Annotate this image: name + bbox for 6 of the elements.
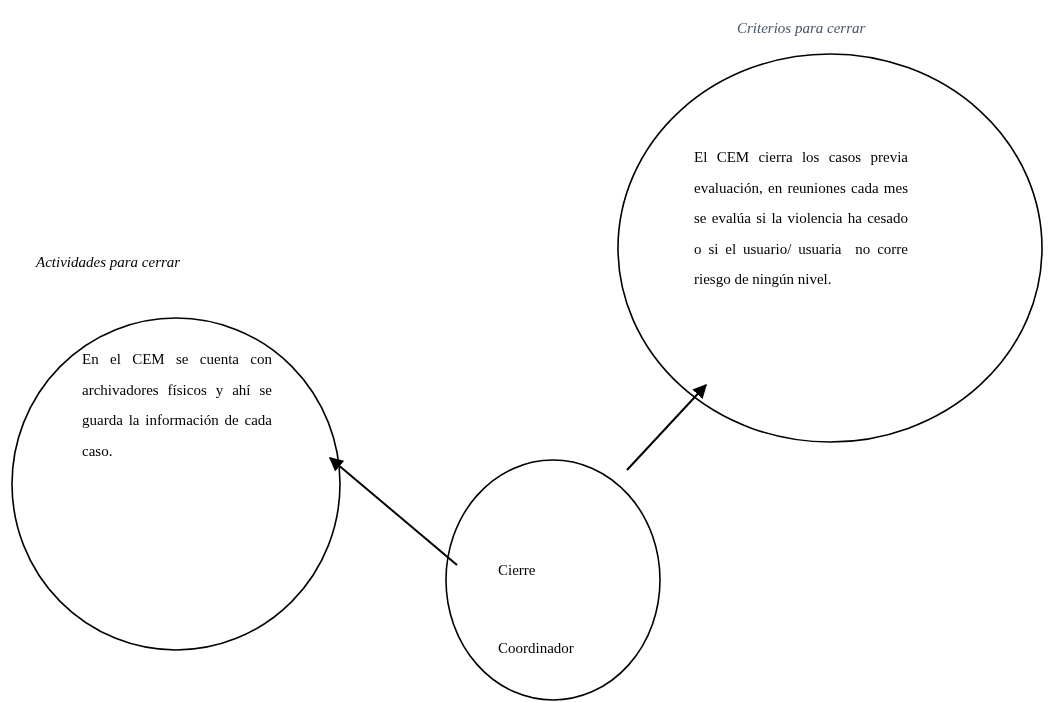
- heading-text: Criterios para cerrar: [737, 20, 866, 37]
- node-text: El CEM cierra los casos previa evaluación, en reuniones cada mes se evalúa si la violencia ha cesado o si el usuario/ usuaria no corre riesgo de ningún nivel.: [694, 148, 908, 289]
- node-text: En el CEM se cuenta con archivadores físicos y ahí se guarda la información de cada caso.: [82, 350, 272, 461]
- heading-text: Actividades para cerrar: [36, 254, 181, 271]
- node-text: Cierre: [498, 562, 536, 579]
- node-text: Coordinador: [498, 640, 574, 657]
